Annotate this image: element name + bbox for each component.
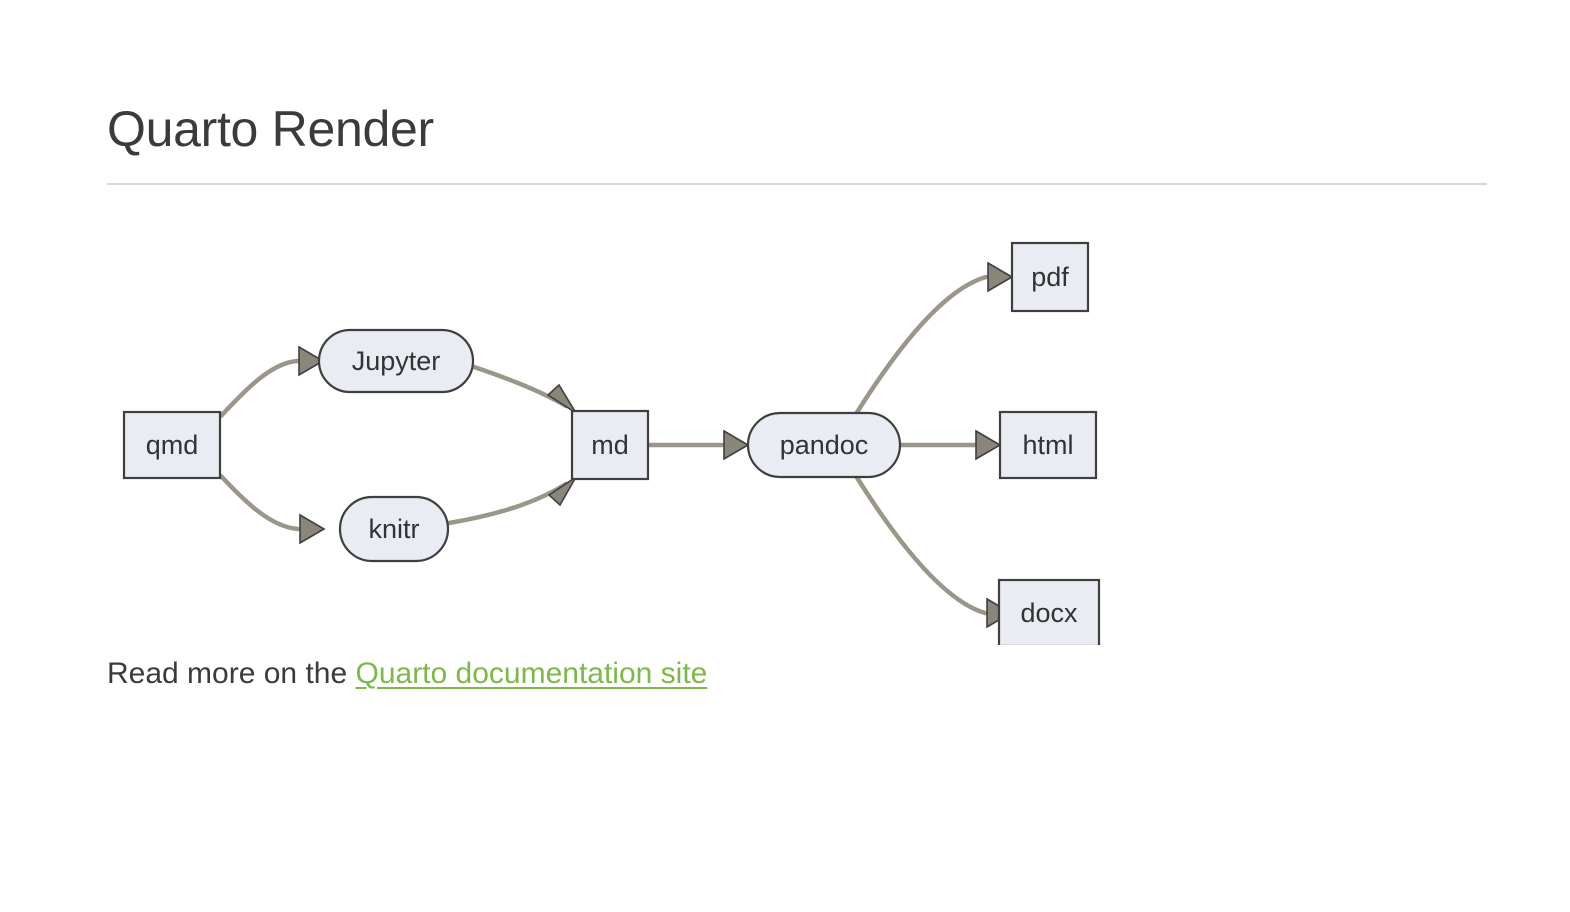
edge-pandoc-to-html bbox=[898, 429, 1002, 461]
flow-node-pandoc[interactable]: pandoc bbox=[746, 411, 902, 479]
node-shape-html bbox=[998, 410, 1098, 480]
edge-qmd-to-jupyter bbox=[218, 345, 325, 419]
arrowhead-md-pandoc bbox=[723, 429, 750, 461]
edge-qmd-to-knitr bbox=[218, 473, 326, 545]
flowchart-svg: qmd Jupyter knitr md bbox=[122, 241, 1101, 645]
node-shape-md bbox=[570, 409, 650, 481]
node-shape-pdf bbox=[1010, 241, 1090, 313]
edge-path-qmd-knitr bbox=[218, 473, 301, 532]
node-label-qmd: qmd bbox=[146, 430, 199, 460]
flow-node-html[interactable]: html bbox=[998, 410, 1098, 480]
arrowhead-jupyter-md bbox=[546, 383, 577, 414]
title-divider bbox=[107, 183, 1487, 185]
edge-path-jupyter-md bbox=[471, 364, 569, 409]
arrowhead-knitr-md bbox=[547, 476, 577, 507]
node-label-docx: docx bbox=[1020, 598, 1078, 628]
node-label-md: md bbox=[591, 430, 629, 460]
flow-node-knitr[interactable]: knitr bbox=[338, 495, 450, 563]
content-column: Quarto Render bbox=[107, 0, 1487, 695]
node-label-html: html bbox=[1022, 430, 1073, 460]
edge-knitr-to-md bbox=[446, 476, 577, 526]
node-label-pdf: pdf bbox=[1031, 262, 1069, 292]
edge-path-knitr-md bbox=[446, 481, 569, 526]
node-shape-jupyter bbox=[317, 328, 475, 394]
flow-node-pdf[interactable]: pdf bbox=[1010, 241, 1090, 313]
quarto-documentation-link[interactable]: Quarto documentation site bbox=[355, 657, 708, 690]
node-layer: qmd Jupyter knitr md bbox=[122, 241, 1101, 645]
edge-pandoc-to-pdf bbox=[853, 261, 1014, 417]
node-label-knitr: knitr bbox=[368, 514, 419, 544]
flow-node-docx[interactable]: docx bbox=[997, 578, 1101, 645]
edge-path-pandoc-docx bbox=[853, 473, 988, 616]
flow-node-jupyter[interactable]: Jupyter bbox=[317, 328, 475, 394]
arrowhead-pandoc-html bbox=[975, 429, 1002, 461]
node-shape-pandoc bbox=[746, 411, 902, 479]
arrowhead-qmd-knitr bbox=[299, 513, 326, 545]
read-more-paragraph: Read more on the Quarto documentation si… bbox=[107, 645, 1487, 695]
arrowhead-pandoc-pdf bbox=[987, 261, 1014, 293]
node-label-pandoc: pandoc bbox=[780, 430, 869, 460]
node-label-jupyter: Jupyter bbox=[352, 346, 441, 376]
page-title: Quarto Render bbox=[107, 101, 434, 157]
arrowhead-qmd-jupyter bbox=[298, 345, 325, 377]
read-more-text: Read more on the bbox=[107, 657, 356, 690]
edge-pandoc-to-docx bbox=[853, 473, 1013, 629]
node-shape-knitr bbox=[338, 495, 450, 563]
node-shape-docx bbox=[997, 578, 1101, 645]
edge-path-pandoc-pdf bbox=[853, 274, 989, 417]
edge-layer bbox=[218, 261, 1014, 629]
edge-jupyter-to-md bbox=[471, 364, 577, 414]
edge-md-to-pandoc bbox=[646, 429, 750, 461]
flow-node-qmd[interactable]: qmd bbox=[122, 410, 222, 480]
node-shape-qmd bbox=[122, 410, 222, 480]
flow-node-md[interactable]: md bbox=[570, 409, 650, 481]
edge-path-qmd-jupyter bbox=[218, 358, 300, 419]
quarto-render-flowchart: qmd Jupyter knitr md bbox=[107, 215, 1147, 645]
